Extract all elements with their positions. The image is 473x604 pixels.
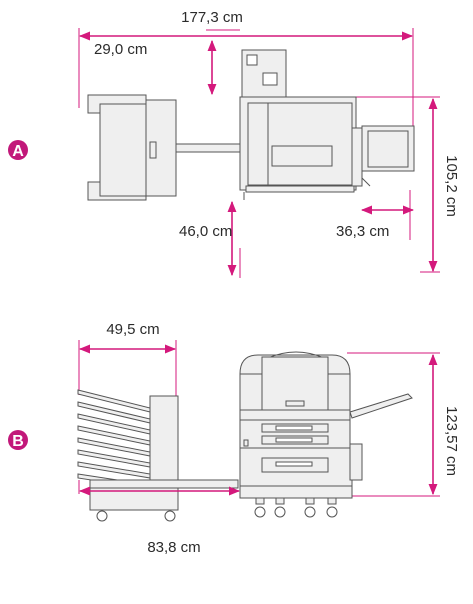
stacker-a	[87, 94, 243, 201]
badge-a: A	[8, 140, 28, 160]
dimension-stacker-offset: 29,0 cm	[94, 41, 147, 58]
svg-text:A: A	[12, 143, 24, 160]
paper-box-a	[241, 49, 287, 98]
svg-text:B: B	[12, 433, 24, 450]
dimension-height-a: 105,2 cm	[443, 155, 460, 217]
dimension-base-width: 83,8 cm	[147, 539, 200, 556]
view-a: A	[8, 9, 460, 278]
view-b: B	[8, 321, 460, 556]
dimension-stacker-depth: 49,5 cm	[106, 321, 159, 338]
dimension-total-width: 177,3 cm	[181, 9, 243, 26]
dimension-tray-depth: 36,3 cm	[336, 223, 389, 240]
side-tray-b	[349, 393, 413, 481]
badge-b: B	[8, 430, 28, 450]
dimension-lines-b	[78, 344, 438, 496]
dimension-height-b: 123,57 cm	[443, 406, 460, 476]
stacker-b	[77, 389, 239, 522]
printer-body-b	[239, 351, 353, 518]
dimension-lines-a	[78, 31, 438, 277]
extension-lines-a	[78, 28, 440, 278]
printer-body-a	[239, 96, 357, 200]
dimension-bridge-height: 46,0 cm	[179, 223, 232, 240]
side-tray-a	[351, 125, 415, 187]
